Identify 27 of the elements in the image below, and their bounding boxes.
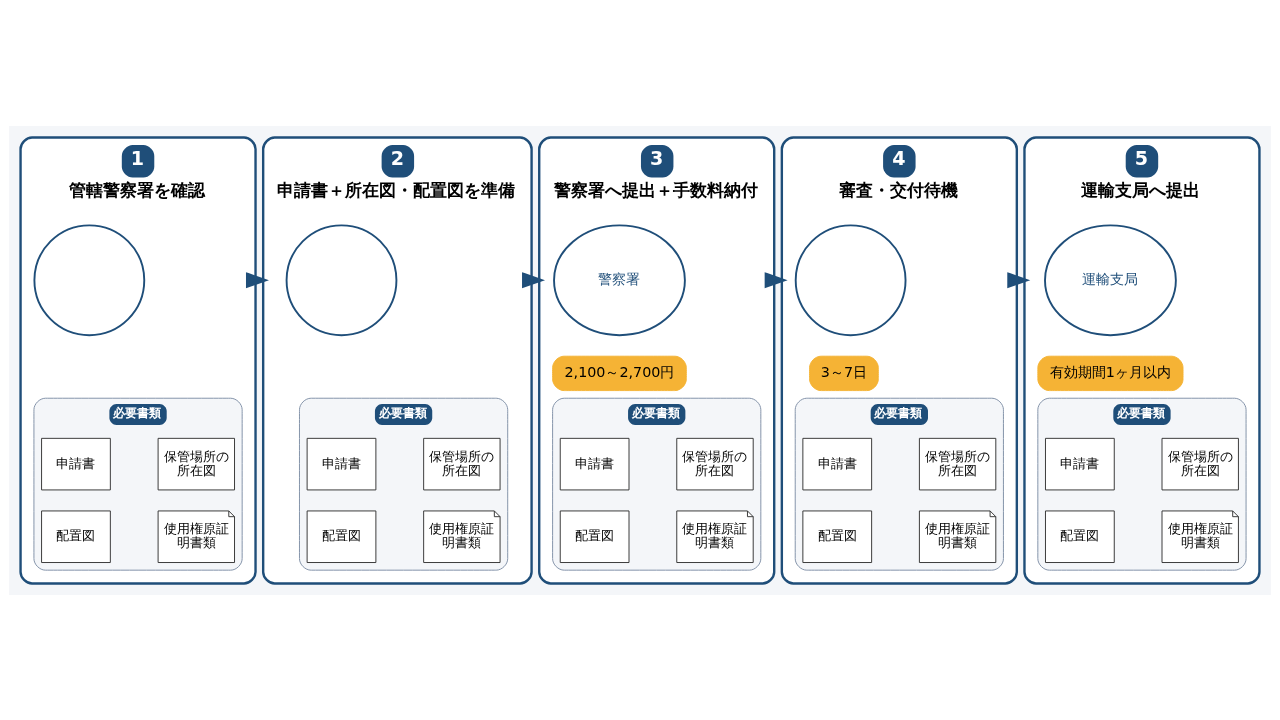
node-box: 配置図 <box>41 509 111 563</box>
node-ellipse: 警察署 <box>553 223 686 336</box>
node-circle <box>794 223 907 336</box>
node-box: 有効期間1ヶ月以内 <box>1037 355 1184 391</box>
arrow <box>522 271 545 288</box>
node-box: 配置図 <box>306 509 377 563</box>
node-box: 申請書 <box>1045 437 1115 490</box>
node-box: 保管場所の所在図 <box>423 437 501 490</box>
node-box: 配置図 <box>1045 509 1115 563</box>
node-ellipse: 運輸支局 <box>1044 223 1177 336</box>
node-box: 申請書 <box>559 437 630 490</box>
node-box: 3～7日 <box>809 355 879 391</box>
arrow <box>1007 271 1031 288</box>
node-box: 2,100～2,700円 <box>552 355 687 391</box>
node-box: 配置図 <box>802 509 873 563</box>
node-box: 保管場所の所在図 <box>157 437 235 490</box>
node-box: 申請書 <box>306 437 377 490</box>
node-box: 申請書 <box>802 437 873 490</box>
node-box: 申請書 <box>41 437 111 490</box>
node-box: 保管場所の所在図 <box>918 437 997 490</box>
node-circle <box>33 223 146 336</box>
node-box: 配置図 <box>559 509 630 563</box>
node-box: 保管場所の所在図 <box>676 437 754 490</box>
arrow <box>764 271 788 288</box>
arrow <box>246 271 269 288</box>
node-circle <box>285 223 398 336</box>
node-box: 保管場所の所在図 <box>1161 437 1239 490</box>
